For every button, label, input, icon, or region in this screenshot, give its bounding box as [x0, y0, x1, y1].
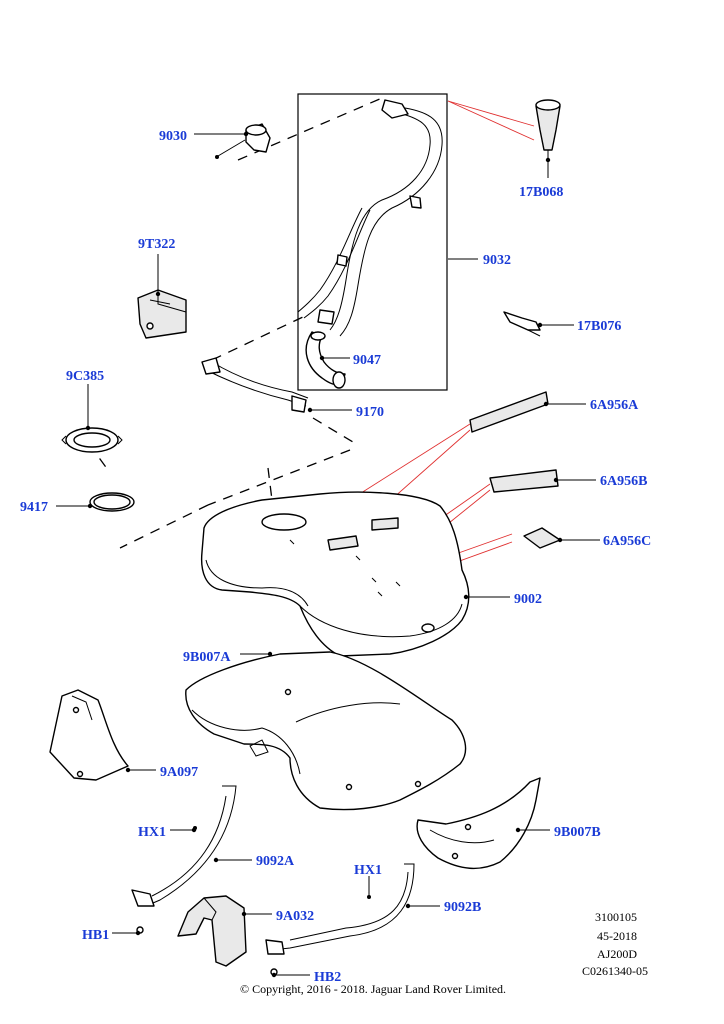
label-6A956C — [523, 527, 561, 549]
callout-17B076: 17B076 — [577, 319, 621, 334]
callout-HX1-a: HX1 — [138, 825, 166, 840]
fuel-tank-9002 — [200, 491, 470, 657]
callout-9092B: 9092B — [444, 900, 481, 915]
callout-9417: 9417 — [20, 500, 48, 515]
hose-9047 — [305, 331, 346, 389]
fuel-cap-9030 — [215, 123, 271, 159]
callout-HB1: HB1 — [82, 928, 109, 943]
reference-metadata: 3100105 45-2018 AJ200D C0261340-05 — [582, 910, 648, 978]
callout-9092A: 9092A — [256, 854, 295, 869]
filler-pipe-9032 — [297, 99, 443, 337]
strap-9092A — [131, 785, 237, 907]
heat-shield-9B007B — [416, 777, 541, 870]
callout-6A956B: 6A956B — [600, 474, 647, 489]
callout-9032: 9032 — [483, 253, 511, 268]
callout-9T322: 9T322 — [138, 237, 175, 252]
meta-line-1: 3100105 — [595, 910, 637, 924]
meta-line-4: C0261340-05 — [582, 964, 648, 978]
callout-9170: 9170 — [356, 405, 384, 420]
callout-9C385: 9C385 — [66, 369, 104, 384]
copyright-notice: © Copyright, 2016 - 2018. Jaguar Land Ro… — [240, 982, 506, 996]
callout-6A956A: 6A956A — [590, 398, 639, 413]
label-6A956A — [469, 391, 549, 433]
callout-HX1-b: HX1 — [354, 863, 382, 878]
callout-9B007B: 9B007B — [554, 825, 601, 840]
heat-shield-9A097 — [49, 689, 129, 781]
vent-pipe-9170 — [201, 357, 309, 413]
callout-9030: 9030 — [159, 129, 187, 144]
callout-9B007A: 9B007A — [183, 650, 231, 665]
callout-HB2: HB2 — [314, 970, 341, 985]
callout-17B068: 17B068 — [519, 185, 563, 200]
dashed-assembly-lines — [88, 97, 383, 549]
callout-leaders — [56, 131, 600, 978]
callout-9A032: 9A032 — [276, 909, 314, 924]
bracket-9A032 — [177, 895, 247, 967]
callout-9047: 9047 — [353, 353, 381, 368]
heat-shield-9B007A — [185, 651, 467, 811]
callout-labels: 9030 17B068 9T322 9032 17B076 9047 9C385… — [20, 129, 651, 985]
seal-9417 — [89, 492, 135, 512]
funnel-17B068 — [535, 99, 561, 160]
bracket-9T322 — [137, 289, 187, 339]
locking-ring-9C385 — [61, 427, 123, 453]
filler-pipe-detail-box — [297, 93, 448, 391]
clip-17B076 — [503, 311, 541, 337]
callout-9A097: 9A097 — [160, 765, 198, 780]
callout-6A956C: 6A956C — [603, 534, 651, 549]
fasteners — [136, 926, 278, 976]
meta-line-3: AJ200D — [597, 947, 637, 961]
meta-line-2: 45-2018 — [597, 929, 637, 943]
strap-9092B — [265, 863, 415, 955]
callout-9002: 9002 — [514, 592, 542, 607]
label-6A956B — [489, 469, 559, 493]
highlight-lines-17B068 — [447, 100, 535, 141]
label-plates — [469, 391, 561, 549]
